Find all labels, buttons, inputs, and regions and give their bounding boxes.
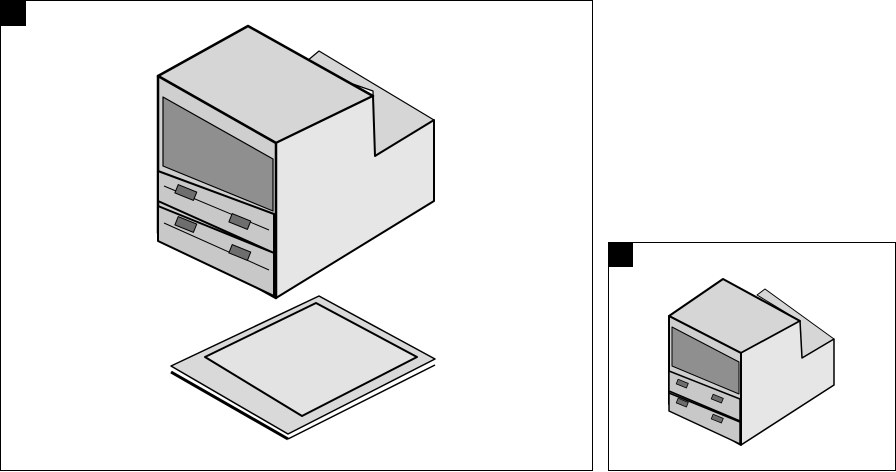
tray-handle-4 [228, 244, 252, 261]
printer-drawing-large [156, 24, 436, 441]
removed-tray [170, 295, 436, 441]
tray-inner-plate [204, 302, 418, 417]
panel-marker-icon [609, 243, 633, 267]
tray-handle-3 [174, 216, 198, 233]
figure-panel-small [608, 242, 896, 471]
figure-panel-large [0, 0, 593, 471]
tray-handle-2 [228, 213, 252, 230]
panel-marker-icon [1, 1, 26, 26]
tray-handle-1 [174, 184, 198, 201]
printer-drawing-small [668, 278, 835, 446]
front-window [162, 96, 274, 212]
